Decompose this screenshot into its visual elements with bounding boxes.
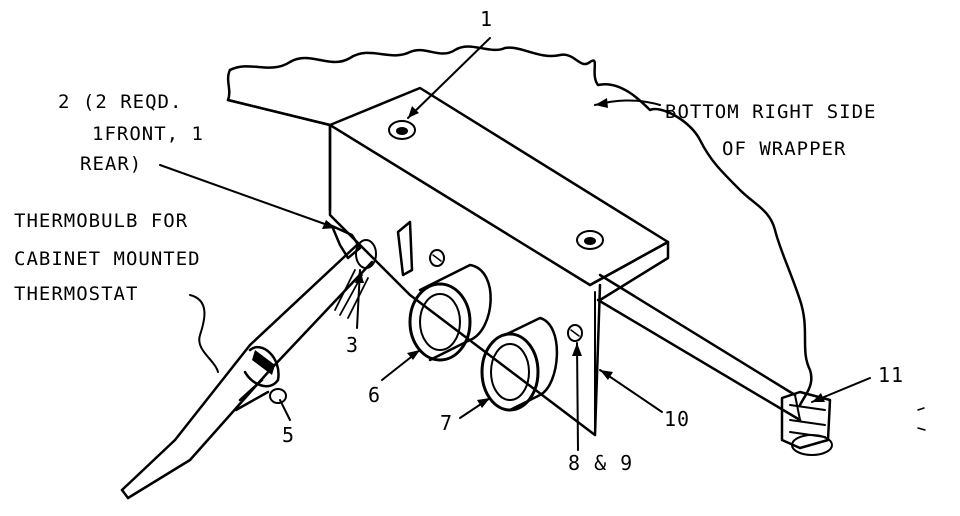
wrapper-label-line-1: BOTTOM RIGHT SIDE xyxy=(665,101,876,123)
leader-thermobulb xyxy=(189,294,219,373)
callout-5: 5 xyxy=(282,423,295,447)
wrapper-front-edge xyxy=(226,98,332,212)
component-7-cylinder xyxy=(480,316,559,412)
callout-3: 3 xyxy=(346,333,359,357)
wrapper-torn-edge xyxy=(228,45,813,407)
leader-3 xyxy=(355,269,364,329)
callout-10: 10 xyxy=(664,407,690,431)
leader-1 xyxy=(407,37,491,119)
wrapper-right-rail-bottom xyxy=(596,298,802,422)
callout-2-line-1: 2 (2 REQD. xyxy=(58,91,182,113)
callout-11: 11 xyxy=(878,363,904,387)
wrapper-left-edge xyxy=(226,68,332,127)
bracket-front-face xyxy=(328,123,602,437)
stray-mark xyxy=(917,407,926,431)
screw-front-a xyxy=(429,249,445,267)
thermobulb-label-line-1: THERMOBULB FOR xyxy=(14,210,188,232)
screw-front-b xyxy=(567,324,583,342)
bracket-side-flange xyxy=(588,240,670,302)
thermobulb-label-line-2: CABINET MOUNTED xyxy=(14,248,201,270)
leader-7 xyxy=(459,397,491,419)
leader-10 xyxy=(599,369,663,413)
leader-5 xyxy=(279,399,291,421)
callout-8-9: 8 & 9 xyxy=(568,451,633,475)
bracket-tab xyxy=(396,220,414,277)
callout-2-line-3: REAR) xyxy=(80,153,142,175)
callout-6: 6 xyxy=(368,383,381,407)
leader-11 xyxy=(811,377,871,403)
screw-1 xyxy=(388,120,416,140)
screw-2 xyxy=(576,230,604,250)
leader-2 xyxy=(159,164,337,229)
bracket-top-plate xyxy=(328,86,670,287)
leader-6 xyxy=(381,349,421,381)
clip-2 xyxy=(330,224,362,260)
thermobulb-tube xyxy=(120,239,377,500)
leader-wrapper xyxy=(594,98,661,108)
component-6-cylinder xyxy=(408,263,492,362)
callout-2-line-2: 1FRONT, 1 xyxy=(92,123,204,145)
wrapper-label-line-2: OF WRAPPER xyxy=(722,138,846,160)
thermobulb-label-line-3: THERMOSTAT xyxy=(14,283,138,305)
callout-1: 1 xyxy=(480,7,493,31)
wrapper-rail-end xyxy=(794,394,801,421)
clip-11 xyxy=(780,390,833,456)
callout-7: 7 xyxy=(440,411,453,435)
leader-8-9 xyxy=(572,342,582,451)
wrapper-right-rail-top xyxy=(598,273,797,397)
